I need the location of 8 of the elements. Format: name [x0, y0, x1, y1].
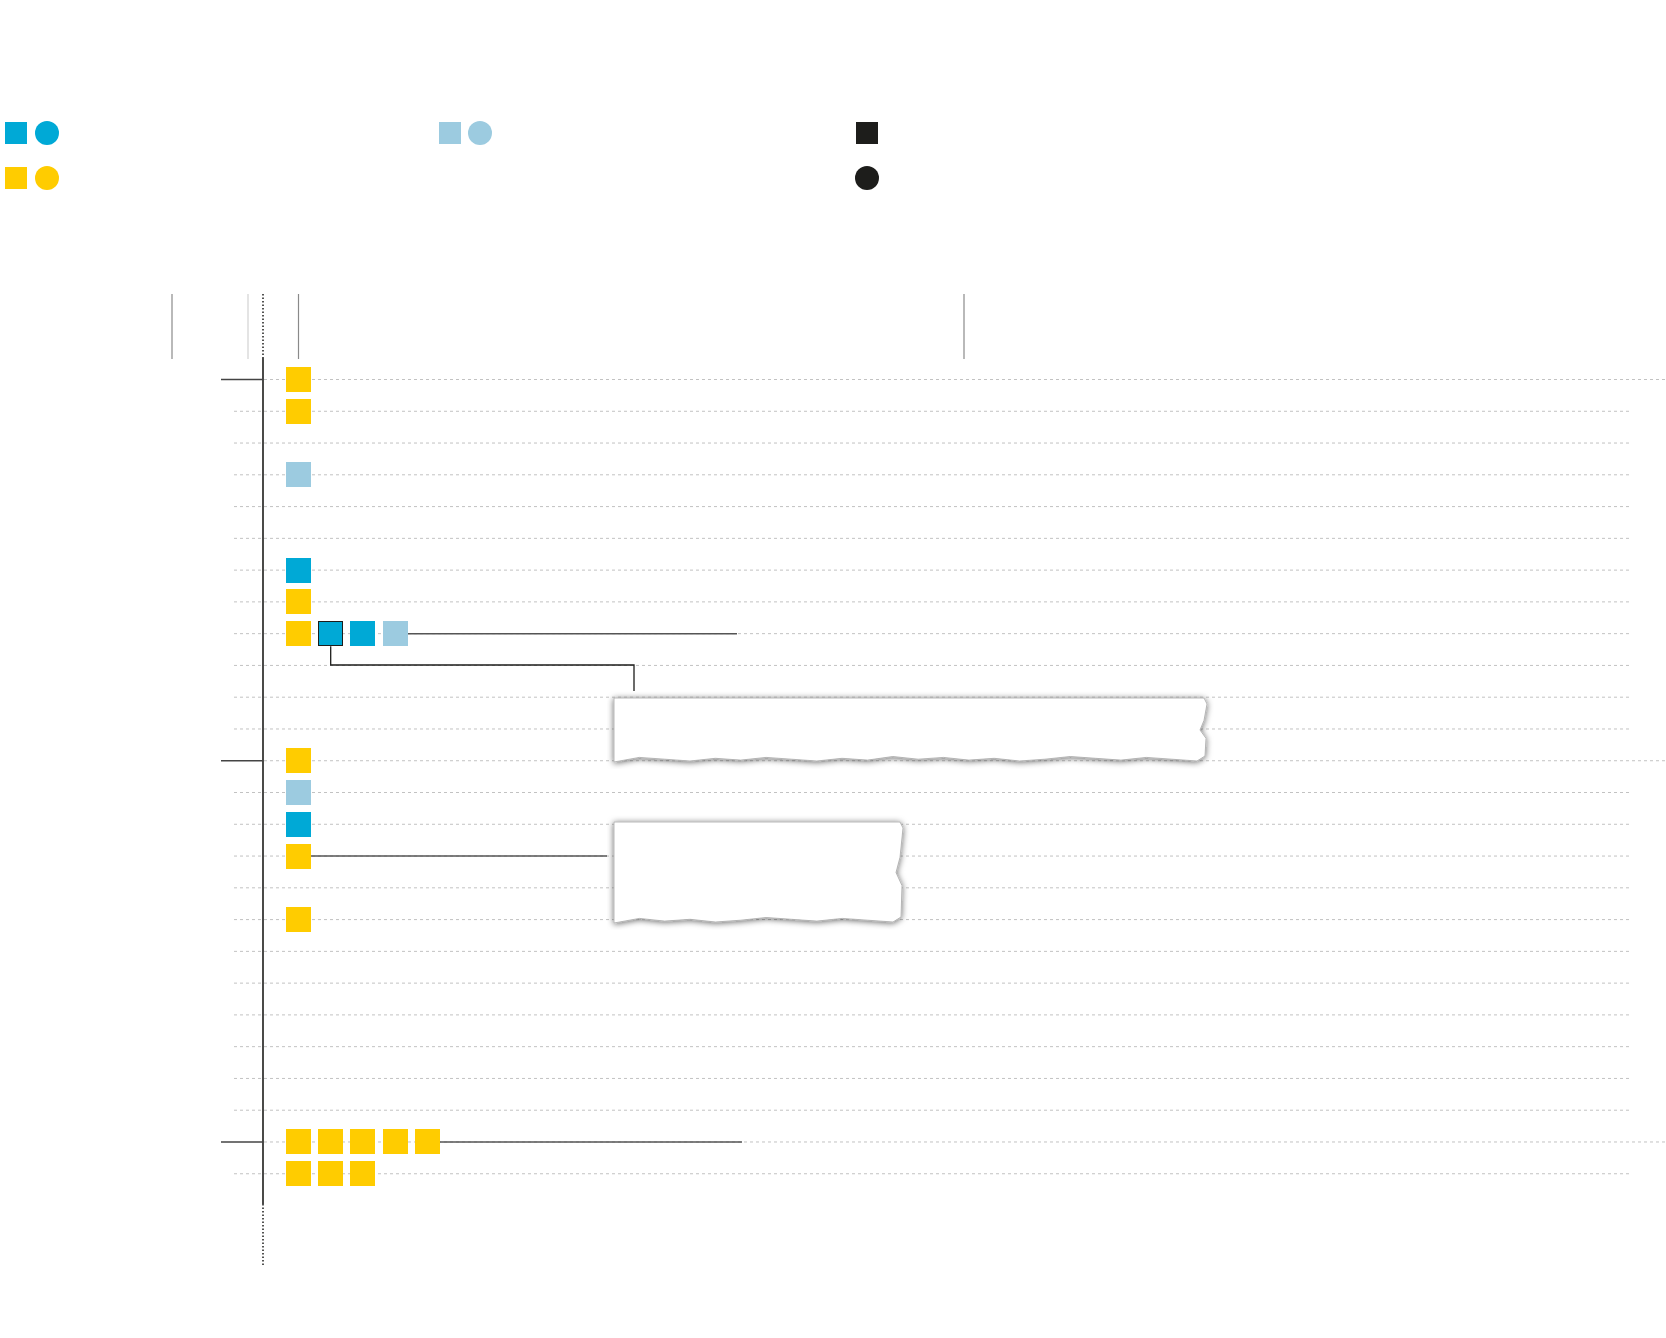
square-marker-icon — [318, 621, 344, 647]
square-marker-icon — [414, 1129, 440, 1155]
leader-line — [439, 1141, 743, 1143]
square-marker-icon — [382, 621, 408, 647]
square-marker-icon — [286, 843, 311, 869]
leader-line — [310, 855, 608, 857]
leader-line — [406, 632, 738, 635]
leader-line — [330, 645, 635, 692]
